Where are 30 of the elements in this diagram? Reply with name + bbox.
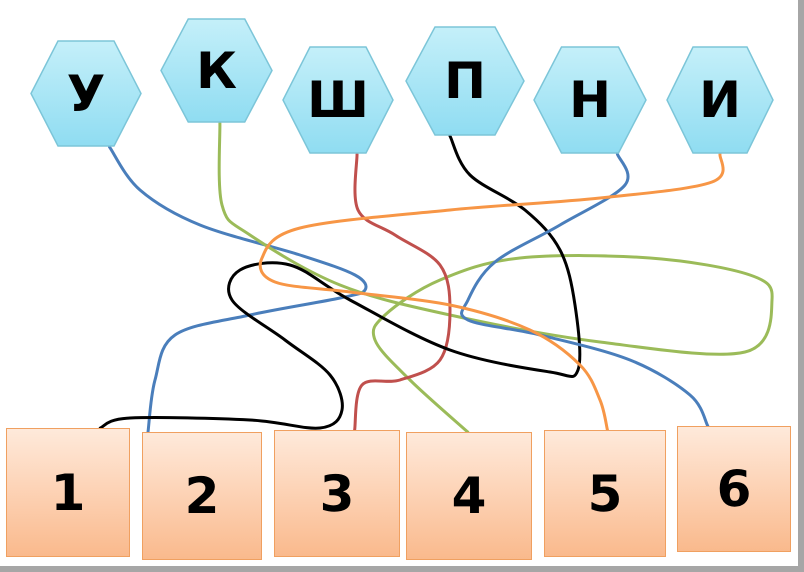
hexagon: [160, 18, 273, 123]
number-card: [406, 432, 532, 560]
hexagon: [30, 40, 142, 147]
number: 2: [184, 471, 220, 521]
connector-line: [98, 134, 582, 430]
letter: И: [699, 75, 741, 125]
hexagon: [282, 46, 394, 154]
hexagon: [666, 46, 774, 154]
number-card: [677, 426, 791, 552]
letter: У: [66, 68, 106, 118]
letter: Н: [569, 75, 611, 125]
number-card: [6, 428, 130, 557]
number-card: [544, 430, 666, 557]
letter: Ш: [307, 75, 369, 125]
letter: К: [196, 46, 237, 96]
connector-line: [460, 152, 710, 428]
number-card: [142, 432, 262, 560]
connector-line: [218, 122, 774, 434]
connector-line: [353, 152, 452, 432]
hexagon: [405, 26, 525, 136]
number: 4: [452, 471, 486, 521]
letter: П: [444, 56, 486, 106]
hexagon: [533, 46, 647, 154]
connector-line: [258, 152, 725, 432]
number: 5: [588, 468, 622, 518]
number: 1: [50, 468, 86, 518]
number: 3: [320, 468, 354, 518]
number: 6: [716, 464, 752, 514]
number-card: [274, 430, 400, 557]
connector-line: [108, 146, 368, 434]
